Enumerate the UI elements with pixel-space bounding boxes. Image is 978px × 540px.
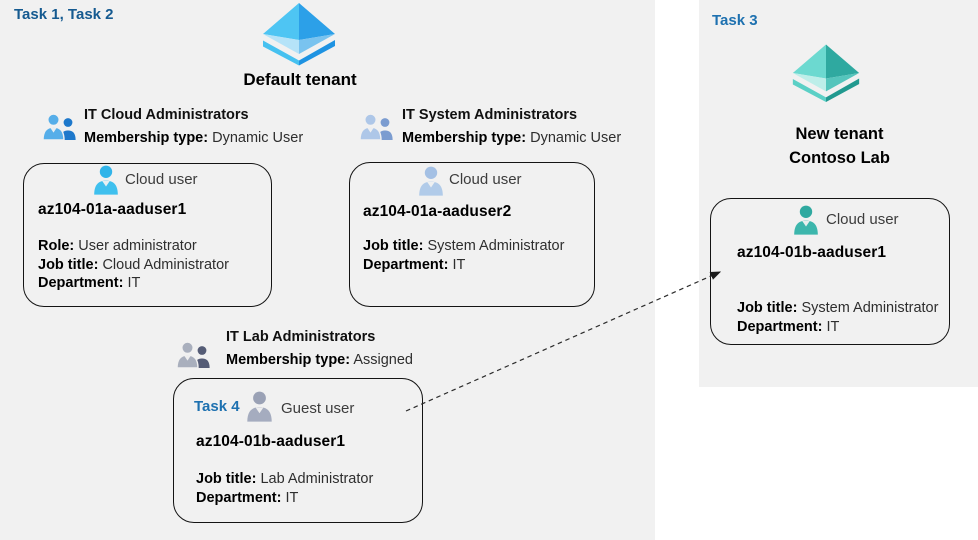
guest-user-icon — [246, 391, 273, 422]
field-label: Department: — [737, 318, 823, 335]
field-value: IT — [127, 275, 141, 292]
user-fields: Job title: System Administrator Departme… — [363, 237, 564, 274]
user-kind-label: Cloud user — [125, 171, 198, 188]
field-label: Job title: — [196, 471, 257, 487]
field-department: Department: IT — [363, 256, 564, 275]
azure-ad-diamond-icon — [260, 2, 338, 66]
field-label: Job title: — [38, 256, 99, 273]
group-icon-it-cloud-admins — [42, 113, 76, 141]
field-role: Role: User administrator — [38, 237, 229, 256]
cloud-user-icon — [793, 205, 819, 235]
field-value: IT — [826, 318, 840, 335]
field-label: Department: — [196, 489, 282, 506]
user-card-az104-01a-aaduser1 — [23, 163, 272, 307]
group-title-it-system-admins: IT System Administrators — [402, 107, 578, 123]
user-kind-label: Cloud user — [449, 171, 522, 188]
field-label: Role: — [38, 238, 75, 254]
membership-value: Dynamic User — [530, 130, 622, 146]
field-label: Department: — [363, 256, 449, 273]
field-value: Cloud Administrator — [102, 256, 229, 273]
user-card-guest-az104-01b-aaduser1 — [173, 378, 423, 523]
field-job-title: Job title: Cloud Administrator — [38, 256, 229, 275]
membership-label: Membership type: — [226, 352, 351, 368]
field-label: Department: — [38, 275, 124, 292]
field-department: Department: IT — [38, 274, 229, 293]
user-fields: Role: User administrator Job title: Clou… — [38, 237, 229, 293]
cloud-user-icon — [418, 166, 444, 196]
group-icon-it-lab-admins — [176, 341, 210, 369]
field-job-title: Job title: System Administrator — [737, 299, 938, 318]
user-name: az104-01a-aaduser1 — [38, 201, 187, 218]
new-tenant-title-line1: New tenant — [795, 125, 884, 143]
user-name: az104-01b-aaduser1 — [737, 244, 887, 261]
field-value: IT — [452, 256, 466, 273]
membership-label: Membership type: — [84, 130, 209, 146]
new-tenant-title-line2: Contoso Lab — [789, 149, 890, 167]
user-kind-label: Cloud user — [826, 211, 899, 228]
user-name: az104-01a-aaduser2 — [363, 203, 512, 220]
group-title-it-cloud-admins: IT Cloud Administrators — [84, 107, 249, 123]
membership-value: Assigned — [353, 352, 413, 368]
field-job-title: Job title: System Administrator — [363, 237, 564, 256]
default-tenant-title: Default tenant — [243, 70, 357, 89]
field-department: Department: IT — [196, 489, 373, 508]
group-membership-it-cloud-admins: Membership type: Dynamic User — [84, 130, 303, 146]
group-title-it-lab-admins: IT Lab Administrators — [226, 329, 376, 345]
membership-value: Dynamic User — [212, 130, 304, 146]
task-4-label: Task 4 — [194, 398, 240, 415]
field-job-title: Job title: Lab Administrator — [196, 470, 373, 489]
field-value: IT — [285, 489, 299, 506]
user-kind-label: Guest user — [281, 400, 355, 417]
user-fields: Job title: Lab Administrator Department:… — [196, 470, 373, 507]
field-value: Lab Administrator — [260, 471, 374, 487]
field-department: Department: IT — [737, 318, 938, 337]
field-label: Job title: — [737, 300, 798, 316]
group-icon-it-system-admins — [359, 113, 393, 141]
user-fields: Job title: System Administrator Departme… — [737, 299, 938, 336]
group-membership-it-lab-admins: Membership type: Assigned — [226, 352, 413, 368]
azure-ad-diamond-teal-icon — [791, 42, 861, 104]
task-3-label: Task 3 — [712, 12, 758, 29]
field-value: User administrator — [78, 238, 197, 254]
field-value: System Administrator — [801, 300, 939, 316]
cloud-user-icon — [93, 165, 119, 195]
task-1-2-label: Task 1, Task 2 — [14, 6, 114, 23]
group-membership-it-system-admins: Membership type: Dynamic User — [402, 130, 621, 146]
field-value: System Administrator — [427, 238, 565, 254]
user-name: az104-01b-aaduser1 — [196, 433, 346, 450]
field-label: Job title: — [363, 238, 424, 254]
default-tenant-panel — [0, 0, 655, 540]
membership-label: Membership type: — [402, 130, 527, 146]
